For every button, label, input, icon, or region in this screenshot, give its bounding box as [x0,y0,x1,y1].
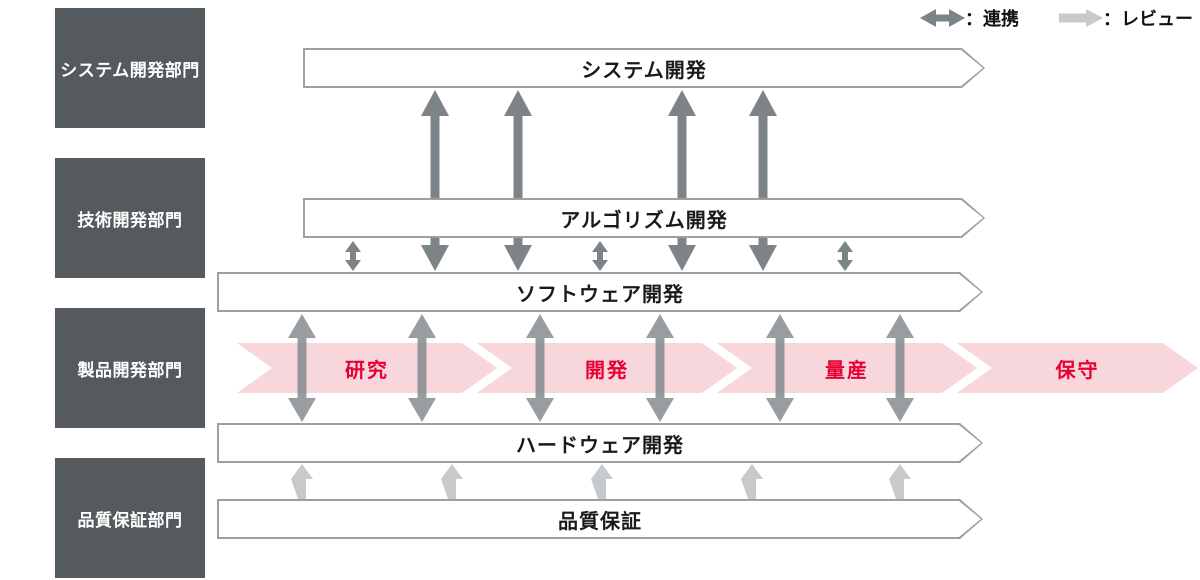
review-arrow-up [441,464,463,499]
banner-algorithm-development: アルゴリズム開発 [303,198,985,238]
phase-development: 開発 [477,343,737,393]
banner-fill [219,425,981,461]
legend-review-label: ：レビュー [1103,9,1193,29]
review-arrow-up [591,464,613,499]
dept-system-development: システム開発部門 [55,8,205,128]
banner-label: ハードウェア開発 [516,434,684,457]
legend: ：連携 ：レビュー [920,6,1193,30]
collaboration-arrow-vertical [749,90,777,271]
banner-label: システム開発 [581,59,707,82]
review-arrow-up [889,464,911,499]
banner-label: アルゴリズム開発 [560,209,728,232]
collaboration-arrow-vertical-small [345,241,361,271]
banner-software-development: ソフトウェア開発 [217,272,983,312]
dept-product-development: 製品開発部門 [55,308,205,428]
banner-system-development: システム開発 [303,48,985,88]
review-arrow-icon [1059,9,1103,27]
collaboration-arrow-vertical-small [837,241,853,271]
collaboration-double-arrow-icon [920,9,965,27]
review-arrow-up [741,464,763,499]
banner-fill [305,50,983,86]
phase-research: 研究 [237,343,497,393]
banner-label: ソフトウェア開発 [516,283,684,306]
collaboration-arrow-vertical [421,90,449,271]
banner-fill [305,200,983,236]
banner-hardware-development: ハードウェア開発 [217,423,983,463]
banner-fill [219,274,981,310]
dept-technology-development: 技術開発部門 [55,158,205,278]
collaboration-arrow-vertical [668,90,696,271]
dept-quality-assurance: 品質保証部門 [55,458,205,578]
banner-quality-assurance: 品質保証 [217,499,983,539]
banner-fill [219,501,981,537]
legend-collaboration-label: ：連携 [965,9,1019,29]
review-arrow-up [291,464,313,499]
collaboration-arrow-vertical [504,90,532,271]
collaboration-arrow-vertical-small [592,241,608,271]
phase-mass-production: 量産 [717,343,977,393]
banner-label: 品質保証 [558,510,642,533]
phase-maintenance: 保守 [957,343,1198,393]
